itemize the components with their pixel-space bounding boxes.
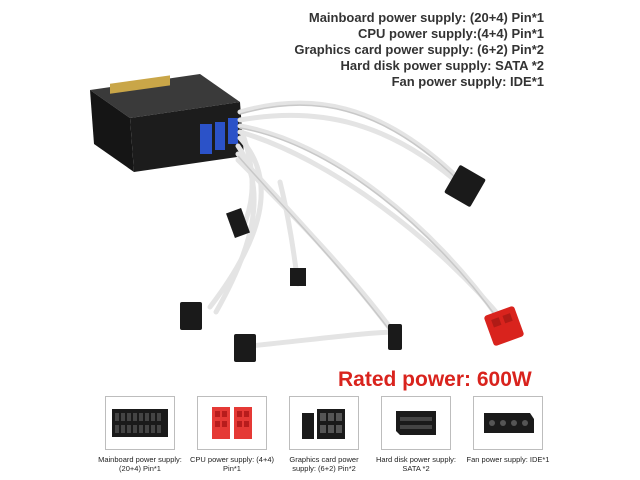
pcie-8pin-connector-icon xyxy=(289,396,359,450)
spec-graphics: Graphics card power supply: (6+2) Pin*2 xyxy=(294,42,544,57)
tile-fan: Fan power supply: IDE*1 xyxy=(461,396,555,464)
molex-connector-icon xyxy=(473,396,543,450)
power-supply-unit xyxy=(90,74,244,172)
power-supply-product-image xyxy=(90,74,524,362)
spec-cpu: CPU power supply:(4+4) Pin*1 xyxy=(357,26,544,41)
connector-tiles: Mainboard power supply:(20+4) Pin*1 CPU … xyxy=(93,396,553,476)
sata-connector-on-cable xyxy=(226,208,306,286)
tile-fan-caption: Fan power supply: IDE*1 xyxy=(466,455,550,464)
tile-graphics: Graphics card power supply: (6+2) Pin*2 xyxy=(277,396,371,473)
cpu-connector-on-cable xyxy=(180,302,202,330)
cpu-8pin-connector-icon xyxy=(197,396,267,450)
atx-24pin-connector-icon xyxy=(105,396,175,450)
rated-power-label: Rated power: 600W xyxy=(338,368,532,391)
tile-hard-disk-caption: Hard disk power supply: SATA *2 xyxy=(375,455,457,473)
sata-connector-icon xyxy=(381,396,451,450)
tile-graphics-caption: Graphics card power supply: (6+2) Pin*2 xyxy=(289,455,359,473)
spec-fan: Fan power supply: IDE*1 xyxy=(391,74,544,89)
spec-mainboard: Mainboard power supply: (20+4) Pin*1 xyxy=(308,10,544,25)
atx-connector-on-cable xyxy=(444,165,486,207)
tile-cpu-caption: CPU power supply: (4+4) Pin*1 xyxy=(190,455,274,473)
pcie-red-connector-on-cable xyxy=(484,306,524,346)
tile-mainboard: Mainboard power supply:(20+4) Pin*1 xyxy=(93,396,187,473)
spec-list: Mainboard power supply: (20+4) Pin*1 CPU… xyxy=(294,10,544,90)
cable-bundle xyxy=(207,100,509,349)
tile-mainboard-caption: Mainboard power supply:(20+4) Pin*1 xyxy=(98,455,182,473)
tile-hard-disk: Hard disk power supply: SATA *2 xyxy=(369,396,463,473)
tile-cpu: CPU power supply: (4+4) Pin*1 xyxy=(185,396,279,473)
spec-hard-disk: Hard disk power supply: SATA *2 xyxy=(340,58,544,73)
molex-connector-on-cable xyxy=(234,324,402,362)
